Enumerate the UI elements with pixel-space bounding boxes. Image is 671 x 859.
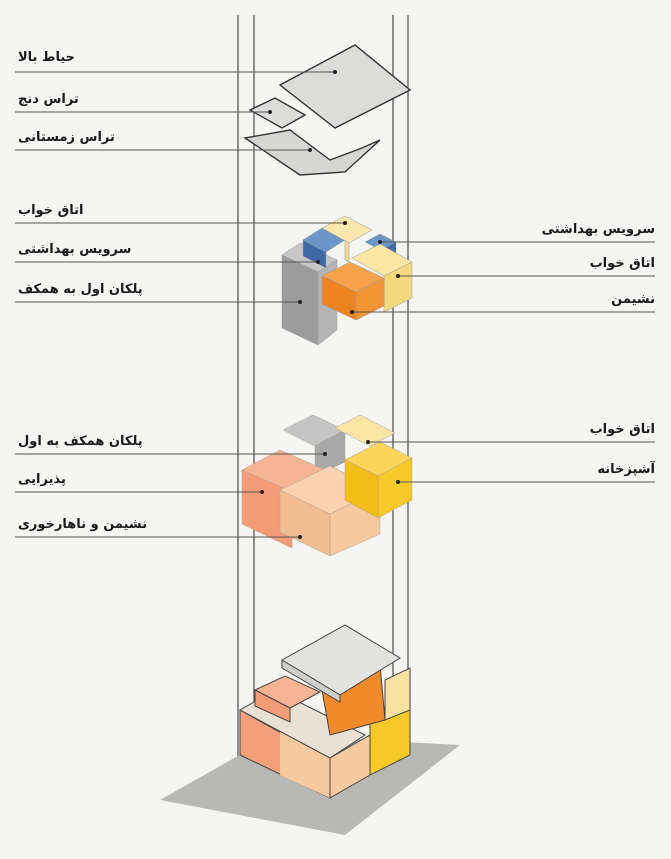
label-kitchen: آشپزخانه	[597, 462, 655, 477]
terrace-4-plate	[248, 97, 307, 129]
leader-lines-left	[15, 71, 345, 538]
ground-floor-block	[241, 414, 413, 557]
roof-yard-plate	[278, 44, 412, 129]
label-upper-stair: پلکان اول به همکف	[18, 282, 143, 297]
label-upper-bedroom-right: اتاق خواب	[589, 256, 655, 271]
label-terrace-4: تراس دنج	[18, 92, 79, 107]
leader-lines-right	[352, 241, 655, 483]
label-reception: پذیرایی	[18, 472, 66, 487]
vertical-guides	[237, 15, 409, 810]
label-upper-wc-right: سرویس بهداشتی	[541, 222, 655, 237]
label-living-dining: نشیمن و ناهارخوری	[18, 517, 148, 532]
roof-level	[243, 44, 412, 176]
terrace-winter-plate	[243, 129, 381, 176]
assembled-house	[238, 624, 411, 799]
upper-floor-block	[281, 215, 413, 346]
leader-dots-right	[350, 240, 400, 484]
label-roof-yard: حیاط بالا	[18, 50, 76, 65]
leader-dots-left	[260, 70, 347, 539]
label-upper-bedroom-left: اتاق خواب	[18, 203, 84, 218]
label-upper-wc-left: سرویس بهداشتی	[18, 242, 132, 257]
label-upper-living: نشیمن	[611, 292, 655, 307]
label-terrace-winter: تراس زمستانی	[18, 130, 115, 145]
label-ground-bedroom: اتاق خواب	[589, 422, 655, 437]
label-ground-stair: پلکان همکف به اول	[18, 434, 143, 449]
